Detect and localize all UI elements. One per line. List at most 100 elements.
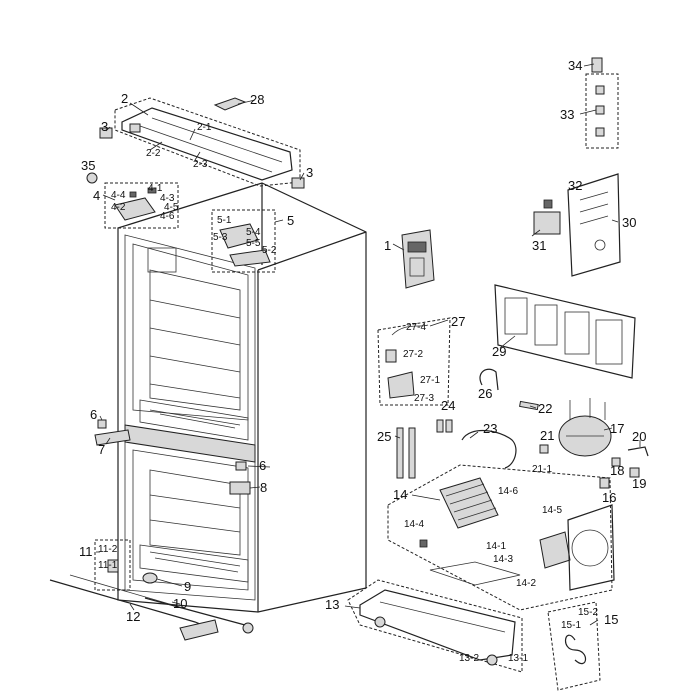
part-33-pieces-a bbox=[595, 85, 605, 95]
part-11-box bbox=[94, 539, 131, 591]
label-4-4: 4-4 bbox=[111, 190, 126, 201]
label-2-2: 2-2 bbox=[146, 148, 161, 159]
label-5-4: 5-4 bbox=[246, 227, 261, 238]
part-9-shape bbox=[142, 572, 158, 584]
label-2-3: 2-3 bbox=[193, 159, 208, 170]
part-26-shape bbox=[479, 368, 499, 391]
label-13-2: 13-2 bbox=[459, 653, 479, 664]
label-7: 7 bbox=[98, 442, 105, 457]
label-3a: 3 bbox=[101, 119, 108, 134]
part-10-shape bbox=[144, 597, 246, 626]
label-20: 20 bbox=[632, 429, 646, 444]
label-31: 31 bbox=[532, 238, 546, 253]
part-33-pieces-b bbox=[595, 105, 605, 115]
part-7-shape bbox=[94, 429, 131, 446]
label-4-5: 4-5 bbox=[164, 202, 179, 213]
part-21-shape bbox=[539, 444, 549, 454]
leader-lines bbox=[96, 63, 641, 626]
part-16-shape bbox=[599, 477, 610, 489]
hinge-assembly-4 bbox=[104, 182, 179, 229]
part-1-shape bbox=[401, 229, 435, 289]
label-9: 9 bbox=[184, 579, 191, 594]
part-30-shape bbox=[567, 173, 621, 277]
part-19-shape bbox=[629, 467, 640, 478]
label-4-2: 4-2 bbox=[111, 202, 126, 213]
part-6b-shape bbox=[235, 461, 247, 471]
label-21-1: 21-1 bbox=[532, 464, 552, 475]
part-34-shape bbox=[591, 57, 603, 73]
part-17-compressor bbox=[558, 398, 612, 457]
label-14-6: 14-6 bbox=[498, 486, 518, 497]
label-4: 4 bbox=[93, 188, 100, 203]
label-4-6: 4-6 bbox=[160, 211, 175, 222]
label-22: 22 bbox=[538, 401, 552, 416]
part-15-shape bbox=[547, 601, 601, 691]
label-5-2: 5-2 bbox=[262, 245, 277, 256]
label-35: 35 bbox=[81, 158, 95, 173]
label-11-2: 11-2 bbox=[98, 544, 118, 555]
label-14-1: 14-1 bbox=[486, 541, 506, 552]
label-11-1: 11-1 bbox=[98, 560, 118, 571]
part-25-shape bbox=[396, 427, 416, 479]
label-3b: 3 bbox=[306, 165, 313, 180]
label-32: 32 bbox=[568, 178, 582, 193]
part-32-shape bbox=[543, 199, 553, 209]
label-12: 12 bbox=[126, 609, 140, 624]
label-28: 28 bbox=[250, 92, 264, 107]
part-33-box bbox=[585, 73, 619, 149]
part-33-pieces-c bbox=[595, 127, 605, 137]
label-18: 18 bbox=[610, 463, 624, 478]
part-18-shape bbox=[611, 457, 621, 467]
part-8-shape bbox=[229, 481, 251, 495]
hinge-assembly-5 bbox=[211, 209, 276, 273]
part-23-shape bbox=[461, 430, 517, 469]
label-5: 5 bbox=[287, 213, 294, 228]
label-33: 33 bbox=[560, 107, 574, 122]
leveling-foot bbox=[242, 622, 254, 634]
part-29-shape bbox=[494, 284, 636, 379]
part-27-assembly bbox=[377, 317, 451, 406]
label-26: 26 bbox=[478, 386, 492, 401]
label-14-4: 14-4 bbox=[404, 519, 424, 530]
label-23: 23 bbox=[483, 421, 497, 436]
label-19: 19 bbox=[632, 476, 646, 491]
label-14-3: 14-3 bbox=[493, 554, 513, 565]
label-2-1: 2-1 bbox=[197, 122, 212, 133]
label-1: 1 bbox=[384, 238, 391, 253]
part-24-shape bbox=[436, 419, 453, 433]
label-6b: 6 bbox=[259, 458, 266, 473]
part-22-shape bbox=[519, 400, 539, 411]
label-21: 21 bbox=[540, 428, 554, 443]
part-13-assembly bbox=[347, 579, 523, 673]
part-6a-shape bbox=[97, 419, 107, 429]
part-31-shape bbox=[533, 211, 561, 235]
label-24: 24 bbox=[441, 398, 455, 413]
label-15: 15 bbox=[604, 612, 618, 627]
label-2: 2 bbox=[121, 91, 128, 106]
label-14: 14 bbox=[393, 487, 407, 502]
label-27-3: 27-3 bbox=[414, 393, 434, 404]
label-5-3: 5-3 bbox=[213, 232, 228, 243]
label-13-1: 13-1 bbox=[508, 653, 528, 664]
part-3a-shape bbox=[99, 127, 113, 139]
label-29: 29 bbox=[492, 344, 506, 359]
part-14-assembly bbox=[387, 464, 615, 611]
part-20-shape bbox=[627, 446, 649, 457]
part-labels: 2 2-1 2-2 2-3 28 3 3 35 4 4-1 4-4 4-3 4-… bbox=[79, 58, 646, 664]
label-4-3: 4-3 bbox=[160, 193, 175, 204]
label-6a: 6 bbox=[90, 407, 97, 422]
label-14-5: 14-5 bbox=[542, 505, 562, 516]
label-34: 34 bbox=[568, 58, 582, 73]
label-27: 27 bbox=[451, 314, 465, 329]
label-30: 30 bbox=[622, 215, 636, 230]
label-5-1: 5-1 bbox=[217, 215, 232, 226]
label-14-2: 14-2 bbox=[516, 578, 536, 589]
label-8: 8 bbox=[260, 480, 267, 495]
label-15-2: 15-2 bbox=[578, 607, 598, 618]
part-12-shape bbox=[49, 574, 219, 641]
part-35-shape bbox=[86, 172, 98, 184]
refrigerator-cabinet bbox=[117, 182, 367, 613]
label-5-5: 5-5 bbox=[246, 238, 261, 249]
label-27-2: 27-2 bbox=[403, 349, 423, 360]
label-4-1: 4-1 bbox=[148, 183, 163, 194]
